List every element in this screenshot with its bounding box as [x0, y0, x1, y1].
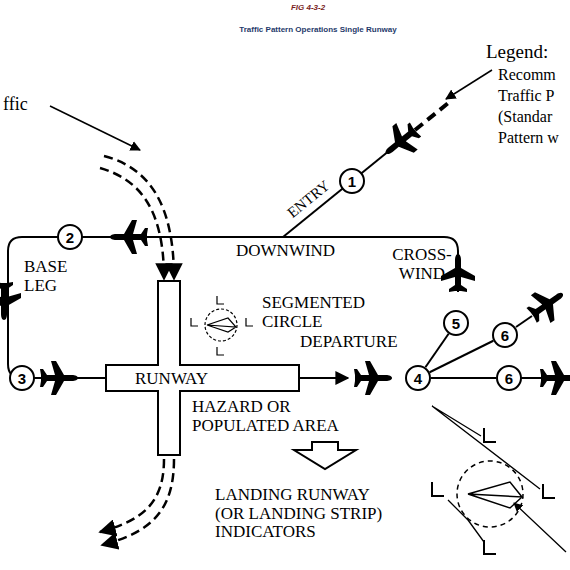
label-text: DEPARTURE: [300, 333, 398, 352]
airplane: [40, 361, 78, 395]
wind-indicator: [468, 482, 522, 508]
callout-number: 2: [66, 230, 74, 245]
callout-number: 5: [452, 316, 460, 331]
pattern-connector: [430, 341, 494, 372]
label-text: Pattern w: [498, 129, 559, 147]
leader-line: [50, 106, 140, 150]
traffic-arrow: [100, 168, 164, 279]
label-text: (Standar: [498, 108, 552, 126]
departure-line: [516, 316, 532, 327]
segmented-circle: [205, 309, 237, 341]
pattern-path: [8, 237, 458, 378]
entry-dash: [415, 100, 452, 130]
label-text: BASE LEG: [24, 258, 86, 295]
label-text: SEGMENTED CIRCLE: [262, 294, 382, 331]
airplane: [0, 282, 21, 320]
segmented-circle: [457, 461, 523, 527]
label-text: Recomm: [498, 66, 556, 84]
callout-number: 3: [18, 371, 26, 386]
callout-circle: 6: [492, 322, 518, 348]
airplane: [110, 220, 148, 254]
label-text: ENTRY: [285, 177, 334, 221]
runway-indicator: [191, 296, 253, 355]
figure-title: Traffic Pattern Operations Single Runway: [239, 26, 396, 35]
callout-circle: 4: [405, 365, 431, 391]
runway-indicator: [432, 428, 555, 554]
runway-box: RUNWAY: [105, 364, 300, 392]
label-text: DOWNWIND: [236, 242, 335, 261]
departure-arrow: [300, 377, 348, 379]
airplane: [354, 361, 392, 395]
callout-number: 1: [348, 174, 356, 189]
callout-number: 6: [505, 371, 513, 386]
callout-circle: 6: [496, 365, 522, 391]
wind-indicator: [207, 318, 236, 332]
airplane: [375, 116, 426, 166]
pattern-connector: [425, 334, 448, 368]
traffic-arrow: [100, 459, 164, 532]
label-text: HAZARD OR POPULATED AREA: [192, 398, 357, 435]
callout-circle: 3: [9, 365, 35, 391]
label-text: Legend:: [486, 42, 548, 63]
label-text: CROSS- WIND: [386, 246, 458, 283]
leader-line: [432, 406, 566, 552]
pattern-connector: [431, 377, 496, 379]
crossing-runway: [158, 281, 180, 455]
runway-label: RUNWAY: [135, 370, 208, 387]
callout-number: 6: [501, 328, 509, 343]
callout-circle: 1: [339, 168, 365, 194]
callout-circle: 5: [443, 310, 469, 336]
leader-line: [446, 70, 492, 99]
figure-number: FIG 4-3-2: [291, 4, 325, 13]
callout-number: 4: [414, 371, 422, 386]
label-text: ffic: [3, 95, 28, 115]
traffic-arrow: [102, 459, 174, 545]
airplane: [540, 361, 570, 395]
callout-circle: 2: [57, 224, 83, 250]
label-text: LANDING RUNWAY (OR LANDING STRIP) INDICA…: [215, 486, 399, 542]
entry-line: [283, 146, 395, 237]
label-text: Traffic P: [498, 87, 554, 105]
hazard-arrow: [294, 442, 356, 469]
airplane: [522, 280, 570, 330]
